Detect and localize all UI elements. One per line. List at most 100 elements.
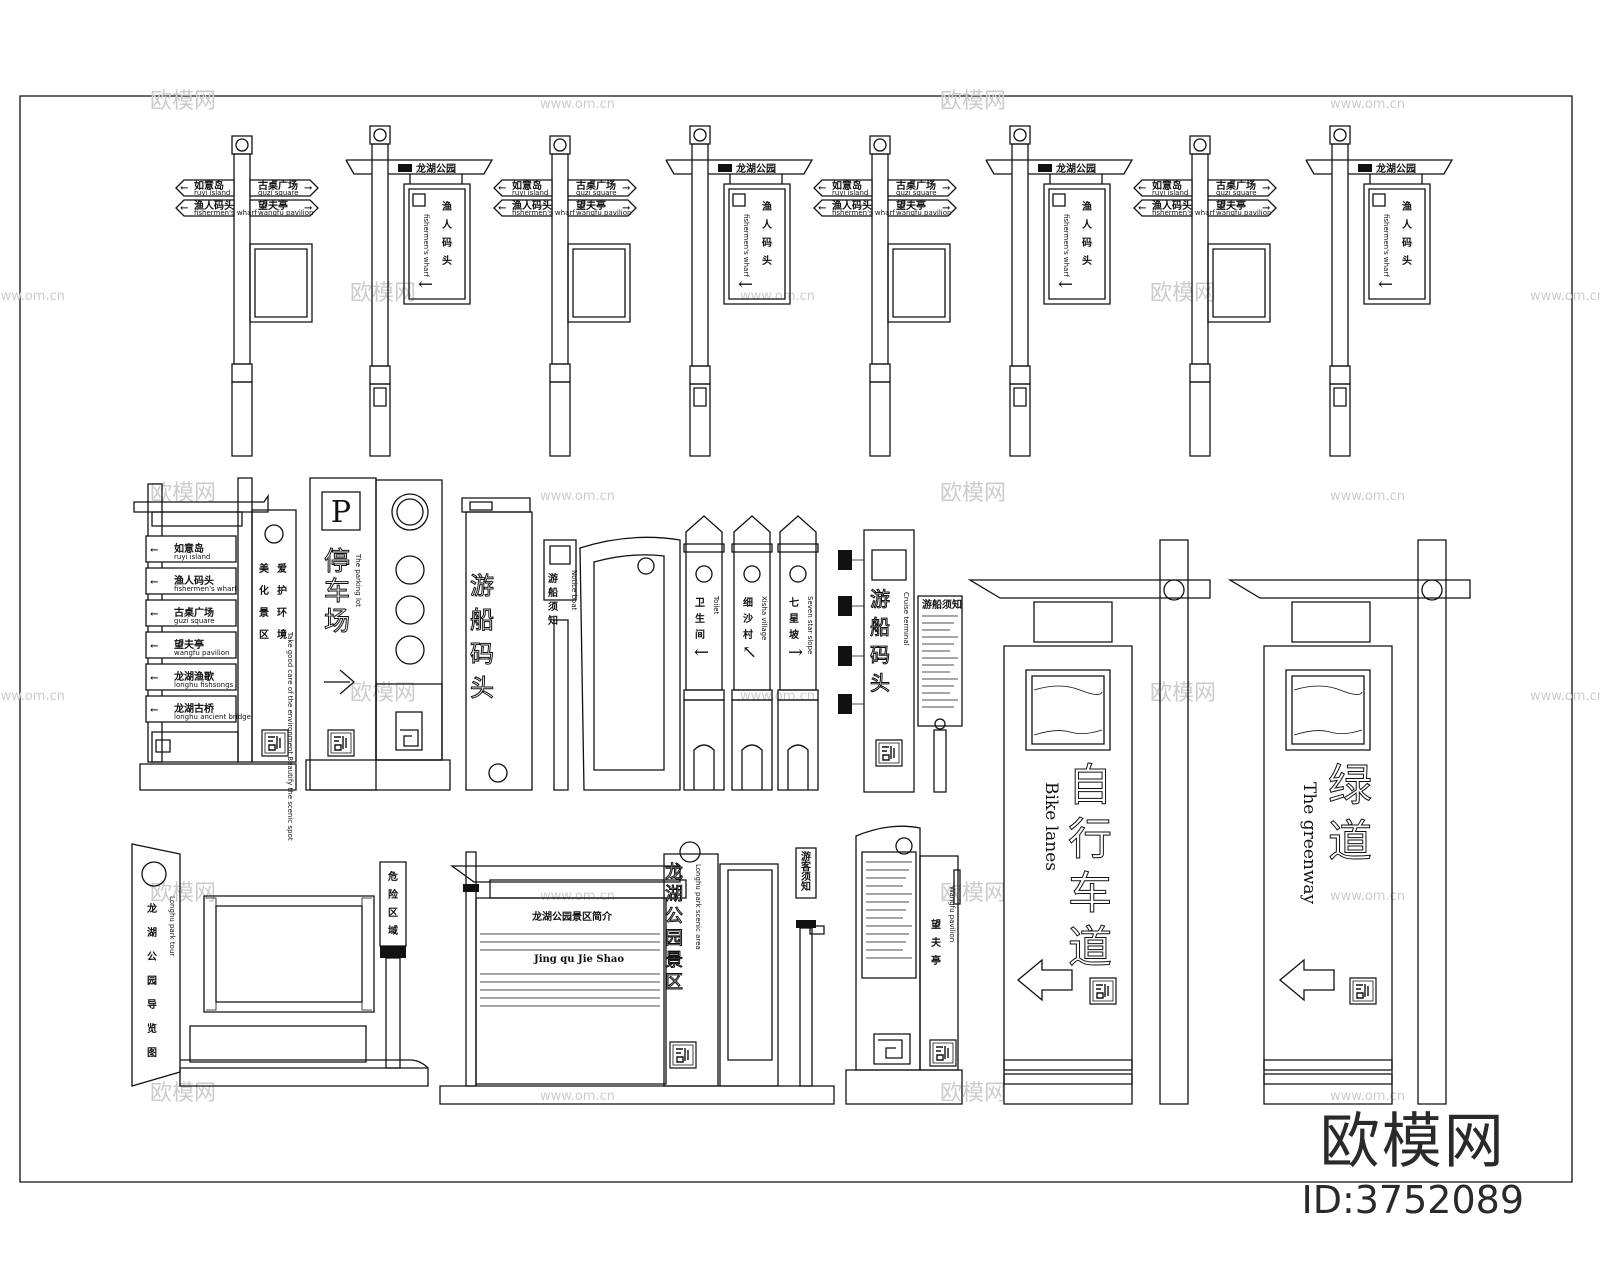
finger-arrow-right-sub: wangfu pavilion <box>1216 209 1271 217</box>
boat-notice-title-char: 须 <box>548 600 558 613</box>
boat-notice-sign <box>544 537 680 790</box>
greenway-title-char: 道 <box>1328 816 1372 867</box>
tourist-map-title-char: 导 <box>147 999 157 1011</box>
watermark-text: 欧模网 <box>350 681 416 706</box>
parking-letter: P <box>331 495 351 530</box>
boat-notice-title-char: 知 <box>547 614 558 627</box>
bike-lanes-sign <box>970 540 1210 1104</box>
intro-side-title-char: 景 <box>665 950 683 971</box>
hanging-sign-header: 龙湖公园 <box>415 162 456 175</box>
hanging-sign-header: 龙湖公园 <box>1055 162 1096 175</box>
direction-post-title: 细沙村 <box>743 596 753 641</box>
hanging-sign-arrow: ← <box>1378 274 1393 295</box>
finger-arrow-right-label: 古桌广场 <box>576 179 616 192</box>
finger-arrow-right-glyph: → <box>622 203 631 214</box>
hanging-sign-title-char: 码 <box>1402 237 1412 249</box>
direction-post-arrow: ↖ <box>742 642 757 663</box>
directory-item-label: 望夫亭 <box>174 638 204 651</box>
hanging-sign-title-char: 码 <box>442 237 452 249</box>
hanging-sign-title-char: 头 <box>1402 254 1412 267</box>
bike-lanes-title-char: 行 <box>1068 814 1112 865</box>
directory-slogan-col2-char: 区 <box>259 629 269 641</box>
finger-arrow-left-label: 如意岛 <box>1152 179 1182 192</box>
boat-notice-title-char: 船 <box>548 586 558 599</box>
tourist-map-board <box>132 844 428 1086</box>
bike-lanes-title-char: 自 <box>1068 760 1112 811</box>
directory-slogan-col2-char: 美 <box>259 562 270 575</box>
finger-arrow-right-glyph: → <box>304 183 313 194</box>
hanging-sign-title-char: 渔 <box>762 200 772 213</box>
greenway-title: 绿道 <box>1328 760 1373 868</box>
directory-item-en: longhu ancient bridge <box>174 713 251 721</box>
finger-arrow-left-sub: fishermen's wharf <box>512 209 575 217</box>
directory-item-en: longhu fishsongs <box>174 681 234 689</box>
intro-side-title-en: Longhu park scenic area <box>694 864 702 950</box>
hanging-sign-arrow: ← <box>738 274 753 295</box>
watermark-url: www.om.cn <box>740 289 815 304</box>
intro-side-title-char: 公 <box>665 906 683 927</box>
finger-arrow-left-sub: fishermen's wharf <box>832 209 895 217</box>
watermark-url: www.om.cn <box>0 689 65 704</box>
direction-post-arrow: ← <box>694 642 709 663</box>
finger-arrow-right-sub: guzi square <box>1216 189 1257 197</box>
hanging-sign-header: 龙湖公园 <box>735 162 776 175</box>
boat-dock-title-char: 头 <box>470 674 494 702</box>
hanging-sign-title-char: 头 <box>442 254 452 267</box>
boat-notice-title-en: Notice boat <box>570 570 578 611</box>
finger-arrow-right-label: 望夫亭 <box>576 199 606 212</box>
drawing-frame <box>20 96 1572 1182</box>
finger-arrow-right-sub: guzi square <box>896 189 937 197</box>
notice-board-lines <box>922 616 958 707</box>
direction-post-title-en: Toilet <box>712 595 720 615</box>
finger-arrow-right-glyph: → <box>942 183 951 194</box>
direction-post-title-en: Seven star slope <box>806 596 814 654</box>
direction-post-title-char: 生 <box>695 612 705 625</box>
danger-slogan-char: 险 <box>388 888 399 901</box>
danger-slogan-char: 危 <box>388 870 398 883</box>
watermark-text: 欧模网 <box>940 1081 1006 1106</box>
finger-arrow-left-glyph: ← <box>180 183 188 194</box>
hanging-sign-title-char: 头 <box>1082 254 1092 267</box>
hanging-sign-title-char: 渔 <box>442 200 452 213</box>
hanging-sign-title-en: fishermen's wharf <box>742 214 750 277</box>
boat-notice-title-char: 游 <box>548 572 558 585</box>
directory-item-arrow: ← <box>150 545 158 556</box>
finger-arrow-left-sub: ruyi island <box>1152 189 1188 197</box>
finger-arrow-left-glyph: ← <box>818 203 826 214</box>
parking-sign: P <box>306 478 450 790</box>
hanging-sign-title-char: 人 <box>442 218 453 231</box>
directory-item-label: 如意岛 <box>174 542 204 555</box>
finger-arrow-left-sub: ruyi island <box>832 189 868 197</box>
direction-post-title-char: 细 <box>743 596 753 609</box>
wangfu-title-char: 夫 <box>930 936 942 949</box>
directory-slogan-en: Take good care of the environment Beauti… <box>286 631 294 841</box>
directory-slogan-col2-char: 化 <box>259 584 269 597</box>
finger-arrow-right-sub: wangfu pavilion <box>896 209 951 217</box>
directory-slogan-col1-char: 境 <box>277 628 287 641</box>
directory-item-label: 龙湖古桥 <box>173 702 215 715</box>
directory-item-en: guzi square <box>174 617 215 625</box>
tourist-map-title-char: 览 <box>147 1022 157 1035</box>
intro-side-title-char: 龙 <box>665 862 683 883</box>
intro-heading: 龙湖公园景区简介 <box>531 910 613 923</box>
hanging-sign-title: 渔人码头 <box>442 200 453 267</box>
finger-arrow-right-glyph: → <box>942 203 951 214</box>
watermark-url: www.om.cn <box>1330 489 1405 504</box>
intro-side-title: 龙湖公园景区 <box>665 862 684 994</box>
directory-item-arrow: ← <box>150 705 158 716</box>
notice-board-title: 游船须知 <box>922 598 962 611</box>
directory-item-arrow: ← <box>150 673 158 684</box>
direction-post-title-char: 村 <box>743 628 753 641</box>
directory-item-en: fishermen's wharf <box>174 585 237 593</box>
